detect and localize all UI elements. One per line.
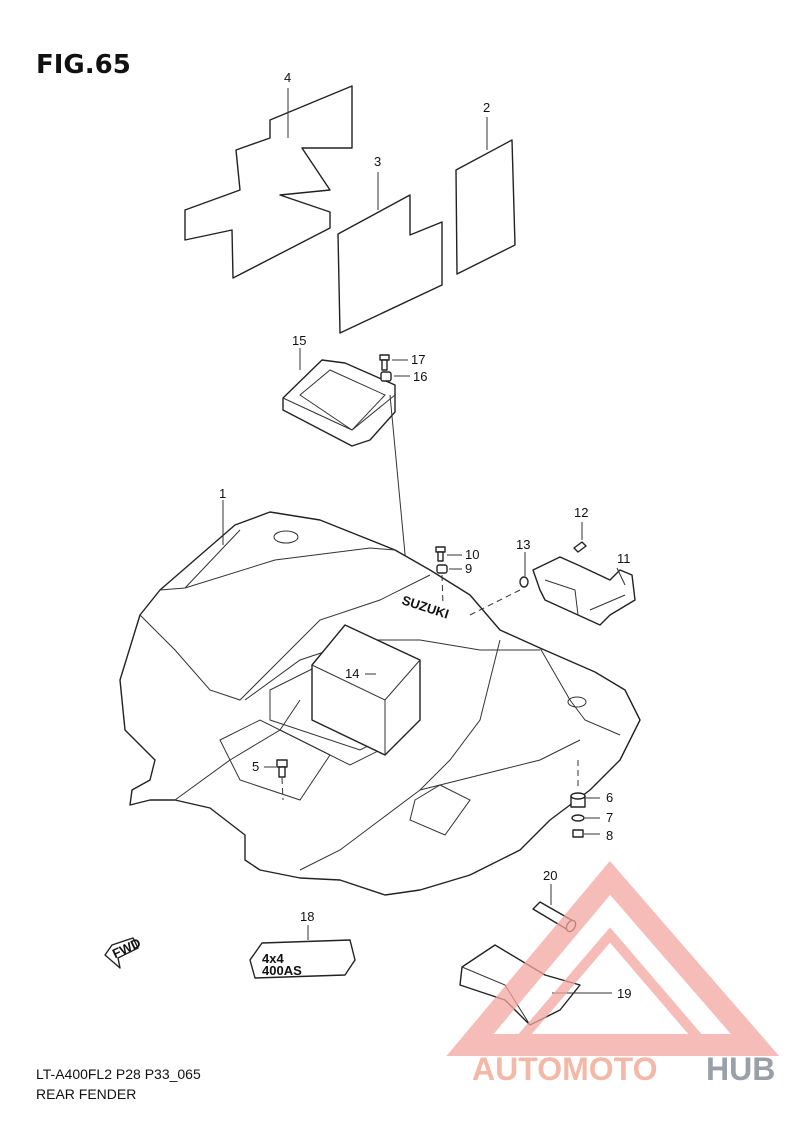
part-12-screw[interactable] — [573, 541, 587, 553]
callout-2: 2 — [483, 100, 490, 115]
callout-15: 15 — [292, 333, 306, 348]
callout-9: 9 — [465, 561, 472, 576]
part-17-bolt[interactable] — [379, 354, 390, 371]
part-5-bolt[interactable] — [276, 759, 288, 778]
part-11-bracket[interactable] — [532, 556, 636, 626]
part-16-nut[interactable] — [380, 371, 392, 382]
callout-20: 20 — [543, 868, 557, 883]
callout-7: 7 — [606, 810, 613, 825]
part-3-decal[interactable] — [337, 194, 443, 334]
part-4-decal[interactable] — [184, 85, 353, 279]
emblem-text-400as: 400AS — [262, 963, 302, 978]
part-10-bolt[interactable] — [435, 546, 446, 562]
part-18-emblem[interactable]: 4x4 400AS — [249, 939, 356, 979]
callout-19: 19 — [617, 986, 631, 1001]
callout-17: 17 — [411, 352, 425, 367]
callout-4: 4 — [284, 70, 291, 85]
callout-10: 10 — [465, 547, 479, 562]
part-8-bolt[interactable] — [572, 829, 584, 838]
callout-1: 1 — [219, 486, 226, 501]
callout-5: 5 — [252, 759, 259, 774]
callout-13: 13 — [516, 537, 530, 552]
emblem-text-4x4: 4x4 — [262, 951, 284, 966]
callout-8: 8 — [606, 828, 613, 843]
model-code-caption: LT-A400FL2 P28 P33_065 — [36, 1066, 201, 1082]
part-13-washer[interactable] — [519, 576, 529, 588]
callout-12: 12 — [574, 505, 588, 520]
part-6-cushion[interactable] — [570, 792, 586, 808]
part-15-cover[interactable] — [282, 359, 396, 447]
callout-18: 18 — [300, 909, 314, 924]
watermark-brand-part1: AUTOMOTO — [472, 1051, 657, 1087]
callout-6: 6 — [606, 790, 613, 805]
part-9-nut[interactable] — [436, 564, 448, 574]
part-2-decal[interactable] — [455, 139, 516, 275]
watermark-brand-part2: HUB — [706, 1051, 775, 1087]
section-name-caption: REAR FENDER — [36, 1086, 137, 1102]
part-7-washer[interactable] — [571, 814, 585, 822]
callout-3: 3 — [374, 154, 381, 169]
part-14-battery-case[interactable] — [311, 624, 421, 756]
callout-14: 14 — [345, 666, 359, 681]
figure-title: FIG.65 — [36, 50, 131, 80]
callout-11: 11 — [617, 551, 631, 566]
callout-16: 16 — [413, 369, 427, 384]
watermark-triangle-icon — [446, 861, 780, 1056]
